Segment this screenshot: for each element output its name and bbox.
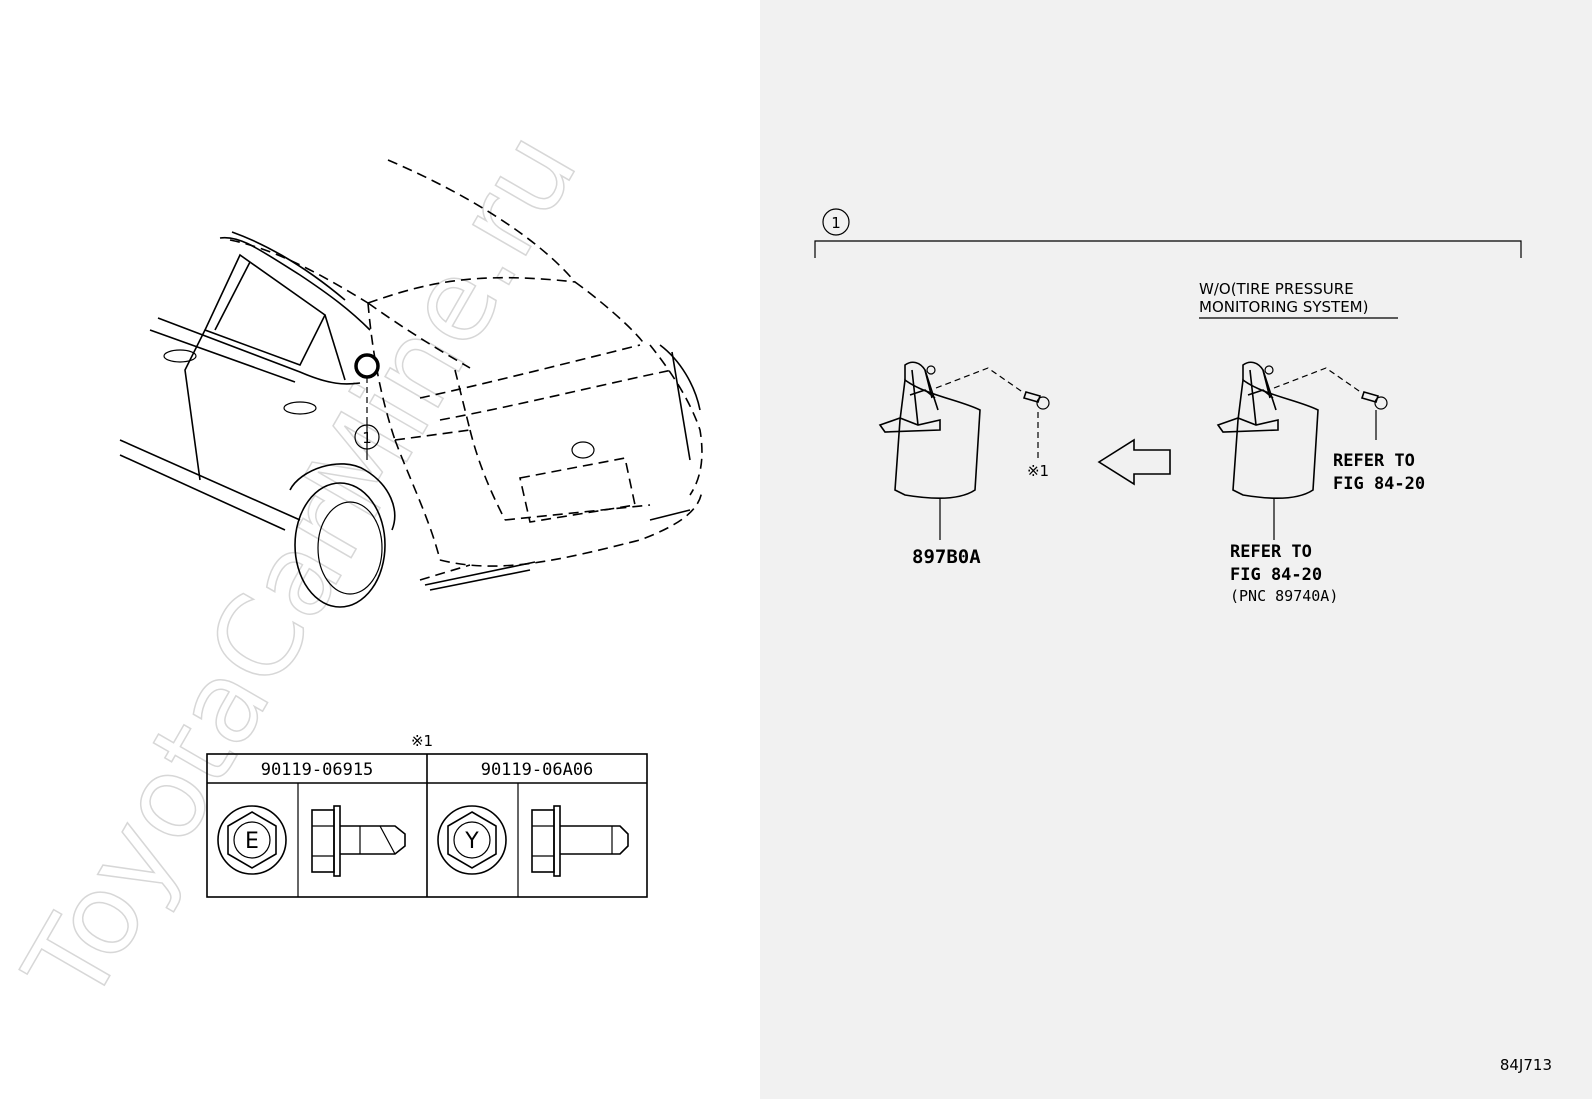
- bolt-table: ※1: [206, 732, 648, 898]
- bolt-table-note: ※1: [411, 732, 433, 750]
- screw-left: [1022, 391, 1050, 460]
- sensor-module-left: [878, 361, 1025, 540]
- module-refer-line2: FIG 84-20: [1230, 565, 1322, 585]
- screw-right: [1360, 391, 1388, 440]
- module-refer-line1: REFER TO: [1230, 542, 1312, 562]
- sensor-module-right: [1216, 361, 1363, 540]
- group-bracket: [814, 240, 1522, 258]
- right-panel-background: [760, 0, 1592, 1099]
- car-rear-illustration: [119, 159, 703, 608]
- bolt-head-y: [437, 805, 507, 875]
- variant-condition-line1: W/O(TIRE PRESSURE: [1199, 280, 1354, 298]
- bracket-callout-circle: [822, 208, 850, 236]
- bolt-head-mark-e: E: [245, 829, 259, 854]
- bracket-callout-number: 1: [831, 214, 841, 232]
- bolt-head-mark-y: Y: [464, 829, 479, 854]
- bolt-head-e: [217, 805, 287, 875]
- bolt-side-y: [531, 805, 629, 877]
- screw-refer-line1: REFER TO: [1333, 451, 1415, 471]
- figure-code: 84J713: [1500, 1056, 1552, 1074]
- callout-number: 1: [362, 429, 372, 447]
- bolt-part-number-2: 90119-06A06: [481, 760, 594, 780]
- bolt-part-number-1: 90119-06915: [261, 760, 374, 780]
- callout-circle: [354, 424, 380, 450]
- variant-condition-line2: MONITORING SYSTEM): [1199, 298, 1368, 316]
- main-part-number: 897B0A: [912, 546, 981, 568]
- screw-note-symbol: ※1: [1027, 462, 1049, 480]
- watermark-text: ToyotaCarMine.ru: [0, 111, 602, 1024]
- bolt-side-e: [311, 805, 406, 877]
- screw-refer-line2: FIG 84-20: [1333, 474, 1425, 494]
- module-refer-line3: (PNC 89740A): [1230, 587, 1338, 605]
- direction-arrow: [1097, 438, 1171, 486]
